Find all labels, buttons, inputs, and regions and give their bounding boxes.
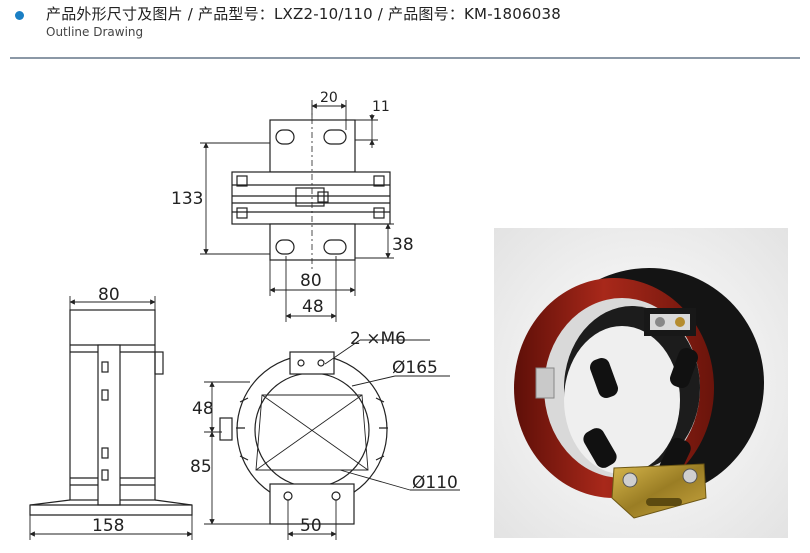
dim-bottom-offset: 38 (392, 235, 414, 255)
dim-side-offset: 48 (192, 399, 214, 419)
dim-outer-diameter: Ø165 (392, 358, 438, 378)
dim-base-length: 158 (92, 516, 124, 536)
dim-top-width: 20 (320, 90, 338, 106)
dim-bracket-width: 80 (300, 271, 322, 291)
top-view (231, 104, 391, 270)
header-divider (10, 57, 800, 59)
front-view (219, 351, 388, 525)
side-view-dimensions (29, 296, 193, 540)
page-subtitle: Outline Drawing (46, 25, 144, 39)
page-title: 产品外形尺寸及图片 / 产品型号：LXZ2-10/110 / 产品图号：KM-1… (46, 5, 562, 23)
bullet-icon (15, 11, 24, 20)
dim-bottom-hole-spacing: 50 (300, 516, 322, 536)
side-view (29, 309, 193, 516)
dim-inner-diameter: Ø110 (412, 473, 458, 493)
dim-total-height: 133 (171, 189, 203, 209)
front-view-dimensions (204, 339, 460, 540)
dim-center-height: 85 (190, 457, 212, 477)
dim-bolts: 2 ×M6 (350, 329, 406, 349)
dim-hole-spacing: 48 (302, 297, 324, 317)
top-view-dimensions (200, 100, 394, 322)
dim-side-width: 80 (98, 285, 120, 305)
current-transformer-photo (494, 228, 788, 538)
dim-top-offset: 11 (372, 99, 390, 115)
page-header: 产品外形尺寸及图片 / 产品型号：LXZ2-10/110 / 产品图号：KM-1… (0, 0, 810, 66)
